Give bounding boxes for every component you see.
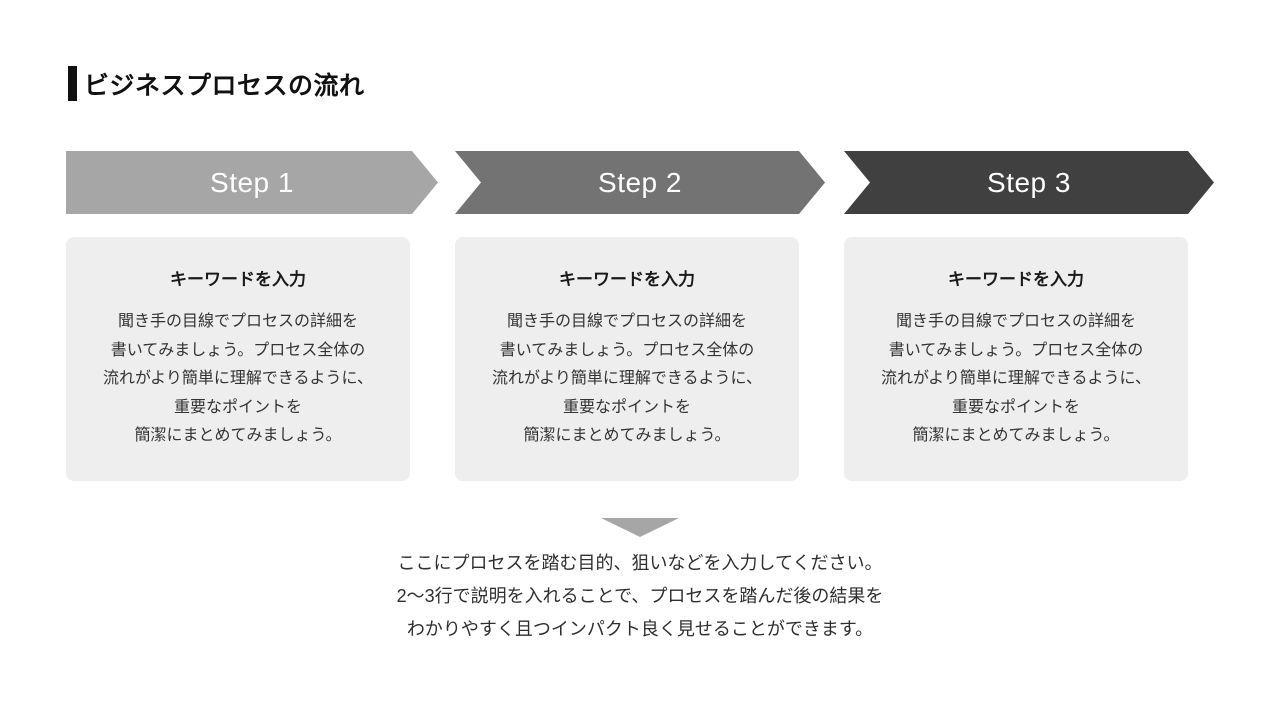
title-accent-bar (68, 66, 77, 101)
step1-card-line: 書いてみましょう。プロセス全体の (110, 341, 366, 359)
down-arrow-icon (601, 518, 679, 537)
step2-card: キーワードを入力 聞き手の目線でプロセスの詳細を 書いてみましょう。プロセス全体… (455, 237, 799, 481)
step1-card-title: キーワードを入力 (170, 270, 306, 289)
step1-card-line: 聞き手の目線でプロセスの詳細を (117, 313, 358, 330)
step2-banner: Step 2 (455, 151, 825, 214)
step1-banner: Step 1 (66, 151, 438, 214)
step1-card-line: 流れがより簡単に理解できるように、 (102, 370, 374, 387)
step2-card-title: キーワードを入力 (559, 270, 695, 289)
step2-card-line: 聞き手の目線でプロセスの詳細を (506, 313, 747, 330)
step1-card: キーワードを入力 聞き手の目線でプロセスの詳細を 書いてみましょう。プロセス全体… (66, 237, 410, 481)
step3-card-body: 聞き手の目線でプロセスの詳細を 書いてみましょう。プロセス全体の 流れがより簡単… (844, 308, 1188, 451)
step2-card-line: 書いてみましょう。プロセス全体の (499, 341, 755, 359)
slide-header: ビジネスプロセスの流れ (68, 66, 365, 101)
step1-card-body: 聞き手の目線でプロセスの詳細を 書いてみましょう。プロセス全体の 流れがより簡単… (66, 308, 410, 451)
step1-card-line: 重要なポイントを (173, 398, 302, 416)
slide-title: ビジネスプロセスの流れ (84, 71, 365, 100)
footer-note-line: 2～3行で説明を入れることで、プロセスを踏んだ後の結果を (396, 586, 884, 606)
step2-banner-label: Step 2 (598, 166, 682, 198)
step3-card-line: 流れがより簡単に理解できるように、 (880, 370, 1152, 387)
step3-banner-label: Step 3 (987, 166, 1071, 198)
step2-card-body: 聞き手の目線でプロセスの詳細を 書いてみましょう。プロセス全体の 流れがより簡単… (455, 308, 799, 451)
step3-card-title: キーワードを入力 (948, 270, 1084, 289)
step3-card-line: 聞き手の目線でプロセスの詳細を (895, 313, 1136, 330)
step2-card-line: 重要なポイントを (562, 398, 691, 416)
footer-note: ここにプロセスを踏む目的、狙いなどを入力してください。 2～3行で説明を入れるこ… (0, 547, 1280, 646)
step1-banner-label: Step 1 (210, 166, 294, 198)
step2-card-line: 簡潔にまとめてみましょう。 (523, 427, 731, 444)
step3-card-line: 書いてみましょう。プロセス全体の (888, 341, 1144, 359)
step3-banner: Step 3 (844, 151, 1214, 214)
footer-note-line: わかりやすく且つインパクト良く見せることができます。 (406, 619, 874, 639)
step3-card-line: 重要なポイントを (951, 398, 1080, 416)
step1-card-line: 簡潔にまとめてみましょう。 (134, 427, 342, 444)
footer-note-line: ここにプロセスを踏む目的、狙いなどを入力してください。 (397, 553, 883, 573)
step2-card-line: 流れがより簡単に理解できるように、 (491, 370, 763, 387)
step3-card: キーワードを入力 聞き手の目線でプロセスの詳細を 書いてみましょう。プロセス全体… (844, 237, 1188, 481)
step3-card-line: 簡潔にまとめてみましょう。 (912, 427, 1120, 444)
